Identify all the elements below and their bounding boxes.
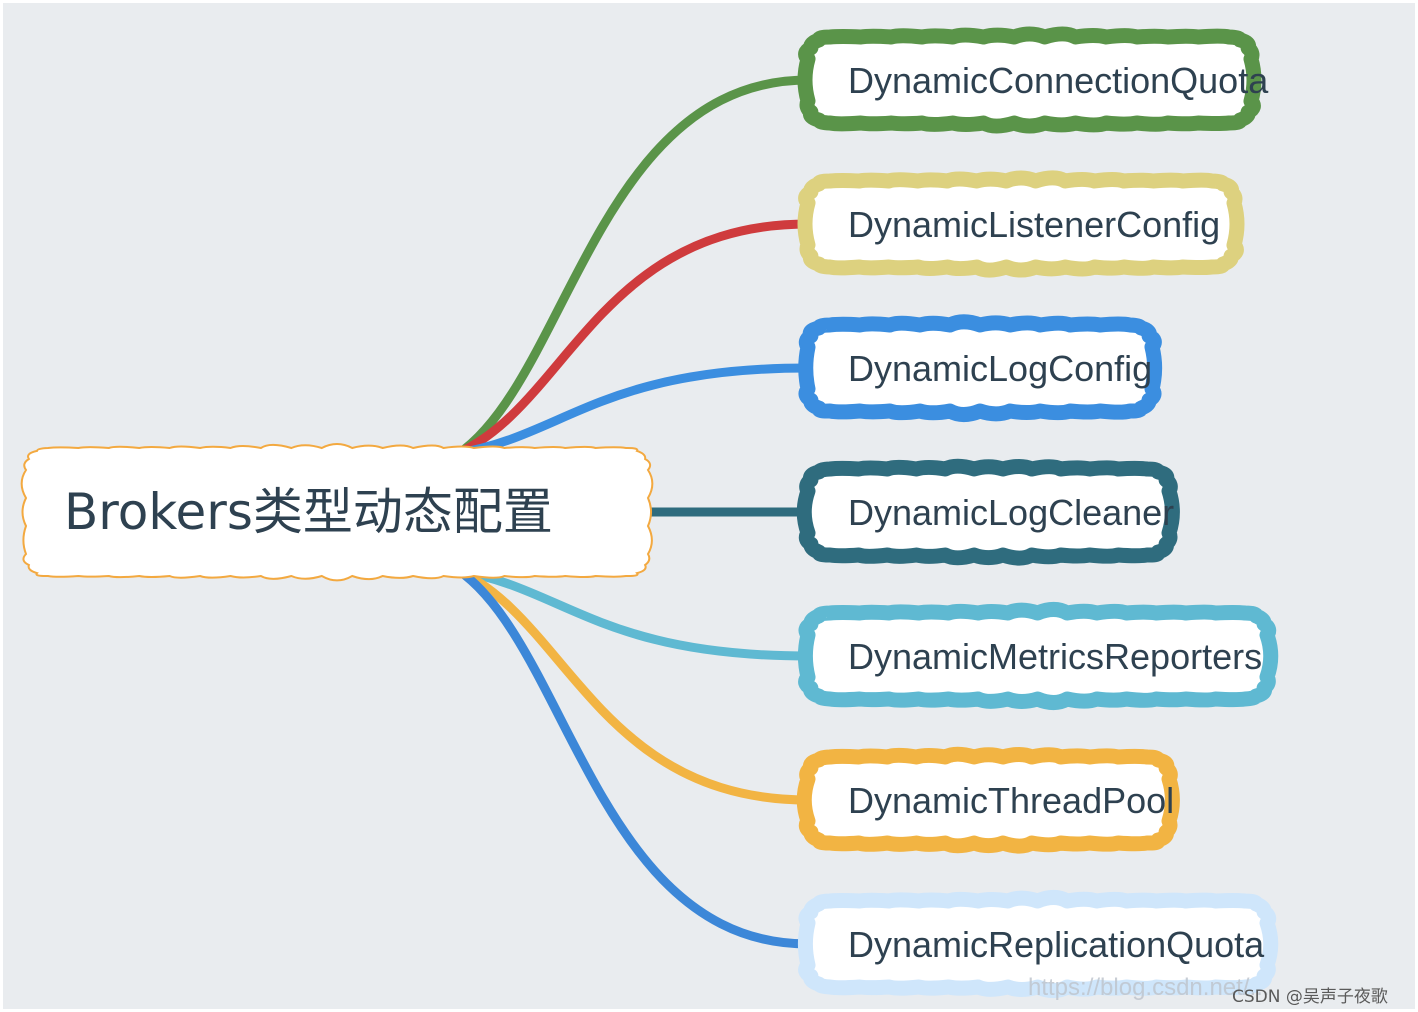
node-border bbox=[797, 170, 1245, 278]
edge-metrics-reporters bbox=[449, 565, 813, 661]
node-label: DynamicReplicationQuota bbox=[848, 924, 1265, 965]
root-node-border bbox=[20, 443, 654, 582]
node-log-cleaner[interactable]: DynamicLogCleaner bbox=[796, 458, 1180, 566]
node-thread-pool[interactable]: DynamicThreadPool bbox=[796, 746, 1180, 854]
edge-thread-pool bbox=[451, 565, 813, 805]
node-label: DynamicLogCleaner bbox=[848, 492, 1174, 533]
node-label: DynamicConnectionQuota bbox=[848, 60, 1269, 101]
root-node-label: Brokers类型动态配置 bbox=[64, 483, 553, 541]
node-connection-quota[interactable]: DynamicConnectionQuota bbox=[797, 26, 1269, 134]
node-label: DynamicLogConfig bbox=[848, 348, 1152, 389]
node-border bbox=[798, 314, 1163, 423]
edge-layer bbox=[449, 75, 813, 949]
edge-listener-config bbox=[451, 219, 813, 459]
node-metrics-reporters[interactable]: DynamicMetricsReporters bbox=[797, 601, 1279, 711]
node-replication-quota[interactable]: DynamicReplicationQuota bbox=[797, 889, 1279, 999]
node-label: DynamicListenerConfig bbox=[848, 204, 1220, 245]
node-listener-config[interactable]: DynamicListenerConfig bbox=[797, 170, 1245, 278]
node-layer: Brokers类型动态配置 DynamicConnectionQuotaDynam… bbox=[20, 26, 1279, 999]
edge-replication-quota bbox=[453, 565, 813, 949]
node-label: DynamicThreadPool bbox=[848, 780, 1174, 821]
node-label: DynamicMetricsReporters bbox=[848, 636, 1262, 677]
node-border bbox=[796, 458, 1180, 566]
node-log-config[interactable]: DynamicLogConfig bbox=[798, 314, 1163, 423]
node-border bbox=[797, 26, 1262, 134]
edge-log-config bbox=[449, 363, 813, 459]
node-border bbox=[797, 601, 1279, 711]
edge-connection-quota bbox=[453, 75, 813, 459]
root-node[interactable]: Brokers类型动态配置 bbox=[20, 443, 654, 582]
node-border bbox=[796, 746, 1180, 854]
node-border bbox=[797, 889, 1279, 999]
